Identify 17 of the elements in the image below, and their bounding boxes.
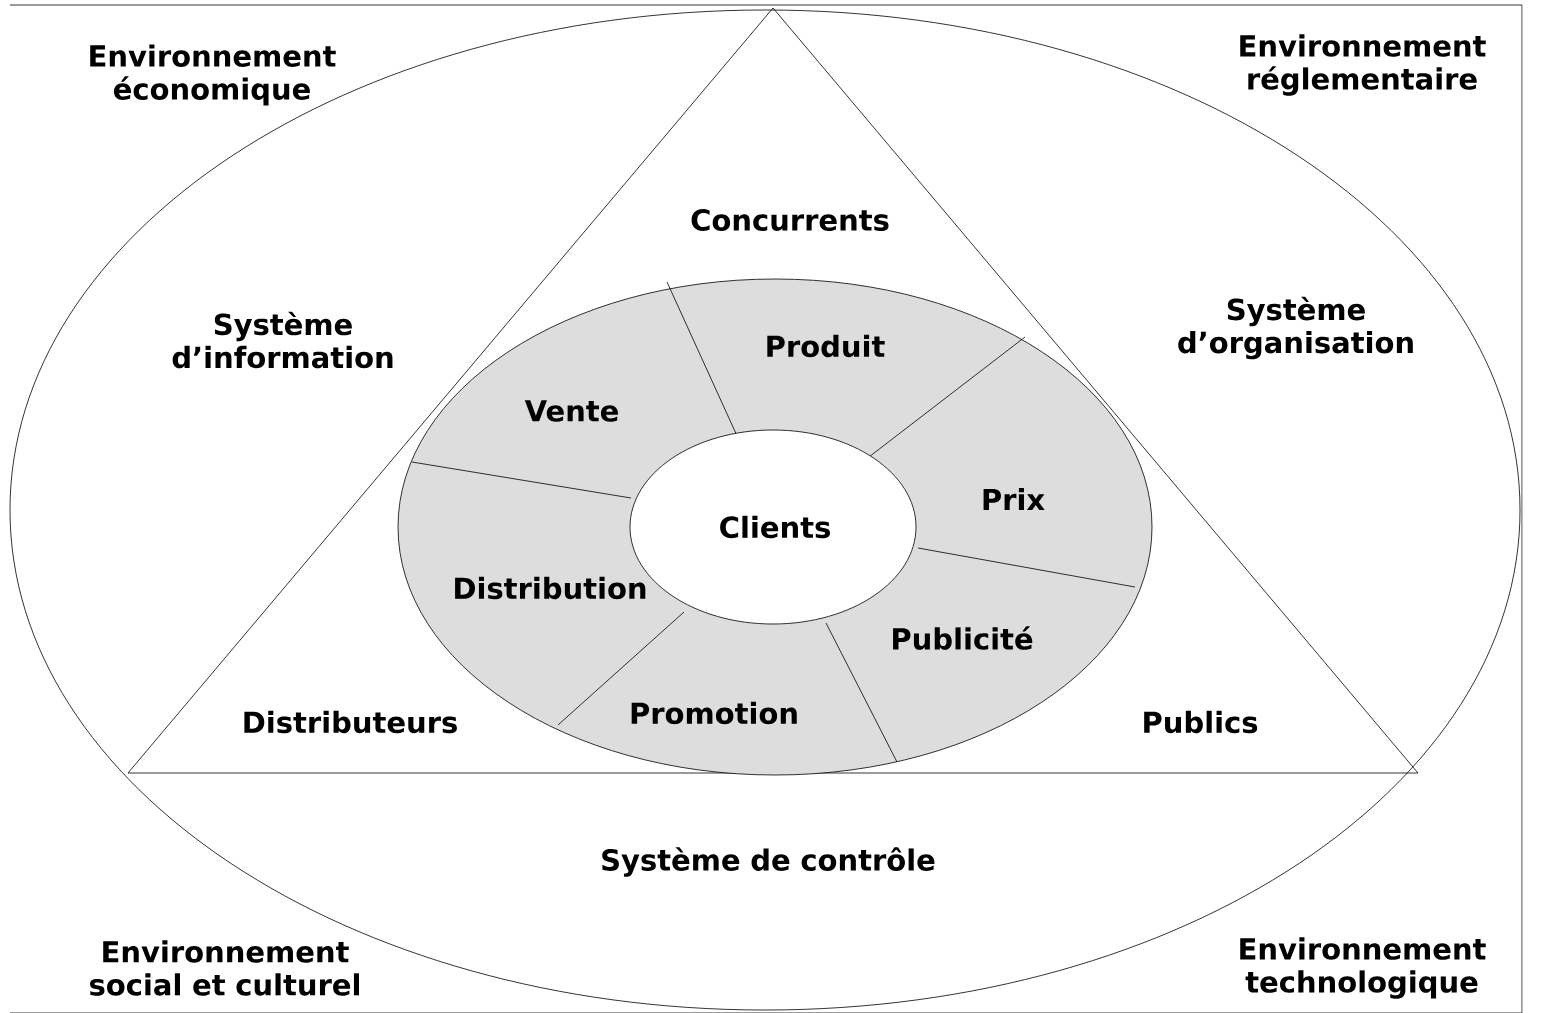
system-label: Système de contrôle (602, 847, 935, 877)
system-label: Système d’organisation (1178, 296, 1413, 360)
system-label: Système d’information (172, 311, 393, 369)
environment-label: Environnement économique (90, 44, 336, 106)
segment-label: Produit (767, 334, 885, 358)
actor-label: Concurrents (691, 209, 889, 231)
segment-label: Promotion (631, 701, 797, 725)
environment-label: Environnement technologique (1240, 937, 1486, 999)
environment-label: Environnement réglementaire (1240, 34, 1486, 96)
segment-label: Publicité (893, 626, 1033, 650)
center-label: Clients (720, 515, 830, 539)
actor-label: Distributeurs (244, 710, 457, 734)
segment-label: Prix (983, 488, 1045, 511)
environment-label: Environnement social et culturel (90, 940, 359, 996)
segment-label: Vente (524, 400, 618, 422)
actor-label: Publics (1144, 710, 1258, 734)
segment-label: Distribution (455, 576, 646, 600)
